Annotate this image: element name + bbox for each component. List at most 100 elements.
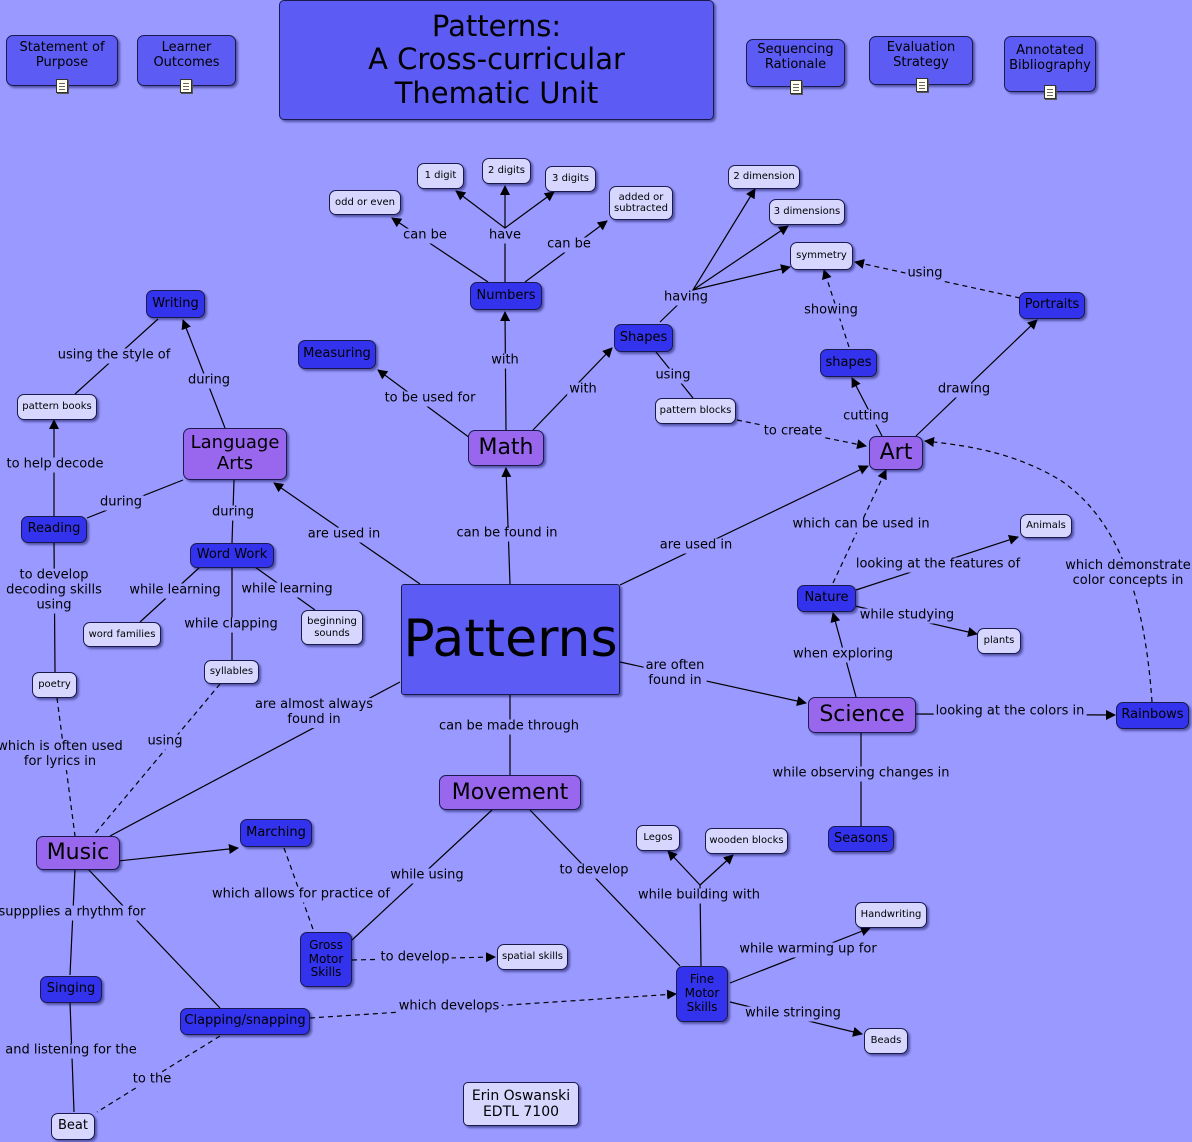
science-label: Science: [819, 702, 905, 728]
link-label: using: [653, 367, 693, 384]
statement-of-purpose-label: Statement of Purpose: [19, 39, 105, 70]
beginning-sounds-label: beginning sounds: [307, 616, 357, 639]
patterns-label: Patterns: [403, 608, 618, 669]
marching-node[interactable]: Marching: [240, 819, 312, 847]
link-label: which allows for practice of: [210, 886, 392, 903]
legos-node[interactable]: Legos: [636, 825, 680, 851]
document-icon[interactable]: [180, 79, 192, 93]
word-families-label: word families: [88, 628, 156, 640]
two-dimension-node[interactable]: 2 dimension: [728, 165, 800, 189]
pattern-books-node[interactable]: pattern books: [17, 394, 97, 420]
science-node[interactable]: Science: [808, 697, 916, 733]
document-icon[interactable]: [916, 78, 928, 92]
link-label: which can be used in: [790, 516, 932, 533]
spatial-skills-label: spatial skills: [501, 951, 563, 963]
patterns-node[interactable]: Patterns: [401, 584, 620, 695]
pattern-blocks-node[interactable]: pattern blocks: [655, 398, 736, 424]
shapes-math-node[interactable]: Shapes: [614, 324, 673, 352]
reading-node[interactable]: Reading: [21, 516, 87, 543]
link-gross-spatial: [351, 952, 496, 963]
writing-node[interactable]: Writing: [146, 290, 205, 318]
nature-node[interactable]: Nature: [797, 585, 856, 612]
symmetry-node[interactable]: symmetry: [790, 242, 853, 270]
fine-motor-node[interactable]: Fine Motor Skills: [676, 966, 728, 1022]
statement-of-purpose-button[interactable]: Statement of Purpose: [6, 35, 118, 86]
measuring-node[interactable]: Measuring: [298, 340, 376, 369]
link-label: during: [210, 504, 256, 521]
link-numbers-three: [504, 191, 555, 229]
plants-node[interactable]: plants: [977, 628, 1021, 654]
document-icon[interactable]: [1044, 85, 1056, 99]
link-music-clapping: [87, 868, 221, 1009]
clapping-node[interactable]: Clapping/snapping: [180, 1008, 310, 1035]
seasons-node[interactable]: Seasons: [828, 826, 894, 852]
two-digits-node[interactable]: 2 digits: [482, 158, 531, 184]
link-label: during: [186, 372, 232, 389]
shapes-art-node[interactable]: shapes: [820, 349, 877, 377]
three-digits-node[interactable]: 3 digits: [545, 166, 596, 192]
poetry-node[interactable]: poetry: [32, 672, 77, 698]
singing-node[interactable]: Singing: [40, 976, 102, 1003]
sequencing-rationale-button[interactable]: Sequencing Rationale: [746, 39, 845, 87]
language-arts-node[interactable]: Language Arts: [183, 428, 287, 480]
link-label: while building with: [635, 887, 763, 904]
wooden-blocks-node[interactable]: wooden blocks: [705, 828, 788, 854]
link-label: while clapping: [182, 616, 280, 633]
movement-node[interactable]: Movement: [439, 775, 581, 810]
odd-or-even-node[interactable]: odd or even: [329, 190, 401, 215]
added-subtracted-label: added or subtracted: [614, 191, 668, 215]
link-label: to the: [130, 1071, 174, 1088]
document-icon[interactable]: [790, 80, 802, 94]
learner-outcomes-button[interactable]: Learner Outcomes: [137, 35, 236, 86]
one-digit-node[interactable]: 1 digit: [417, 163, 464, 189]
link-label: suppplies a rhythm for: [0, 905, 148, 921]
added-subtracted-node[interactable]: added or subtracted: [609, 186, 673, 220]
link-building-legos: [667, 850, 701, 886]
math-node[interactable]: Math: [468, 430, 544, 466]
link-label: drawing: [935, 381, 993, 398]
spatial-skills-node[interactable]: spatial skills: [497, 944, 568, 970]
gross-motor-node[interactable]: Gross Motor Skills: [300, 932, 352, 987]
link-nature-art: [832, 469, 887, 584]
rainbows-node[interactable]: Rainbows: [1116, 702, 1189, 729]
link-label: while learning: [239, 581, 335, 598]
animals-node[interactable]: Animals: [1020, 514, 1072, 538]
art-node[interactable]: Art: [869, 436, 923, 470]
link-label: during: [98, 494, 144, 511]
three-dimensions-node[interactable]: 3 dimensions: [769, 199, 845, 225]
beat-node[interactable]: Beat: [51, 1113, 95, 1140]
word-families-node[interactable]: word families: [83, 622, 161, 647]
link-label: are used in: [305, 526, 383, 543]
annotated-bibliography-button[interactable]: Annotated Bibliography: [1004, 36, 1096, 92]
link-label: have: [487, 227, 523, 244]
beat-label: Beat: [58, 1118, 88, 1134]
beginning-sounds-node[interactable]: beginning sounds: [301, 610, 363, 645]
link-label: while using: [388, 867, 466, 884]
rainbows-label: Rainbows: [1121, 707, 1184, 723]
link-patterns-art: [619, 465, 869, 586]
unit-title: Patterns: A Cross-curricular Thematic Un…: [279, 0, 714, 120]
link-label: while stringing: [743, 1005, 843, 1022]
beads-node[interactable]: Beads: [864, 1028, 908, 1054]
link-syllables-music: [92, 683, 221, 837]
word-work-label: Word Work: [196, 547, 268, 563]
language-arts-label: Language Arts: [190, 432, 280, 474]
one-digit-label: 1 digit: [424, 170, 457, 182]
document-icon[interactable]: [56, 79, 68, 93]
numbers-node[interactable]: Numbers: [470, 282, 542, 310]
syllables-node[interactable]: syllables: [204, 660, 259, 684]
link-label: can be made through: [437, 718, 581, 735]
evaluation-strategy-label: Evaluation Strategy: [886, 39, 956, 70]
link-label: cutting: [841, 408, 891, 425]
beads-label: Beads: [870, 1035, 902, 1047]
word-work-node[interactable]: Word Work: [190, 543, 274, 568]
portraits-label: Portraits: [1024, 297, 1080, 313]
link-label: when exploring: [791, 646, 895, 663]
handwriting-node[interactable]: Handwriting: [855, 902, 927, 928]
shapes-math-label: Shapes: [619, 329, 668, 345]
wooden-blocks-label: wooden blocks: [709, 835, 784, 847]
music-node[interactable]: Music: [36, 836, 120, 870]
link-label: looking at the features of: [853, 556, 1023, 573]
evaluation-strategy-button[interactable]: Evaluation Strategy: [869, 36, 973, 85]
portraits-node[interactable]: Portraits: [1019, 292, 1085, 319]
